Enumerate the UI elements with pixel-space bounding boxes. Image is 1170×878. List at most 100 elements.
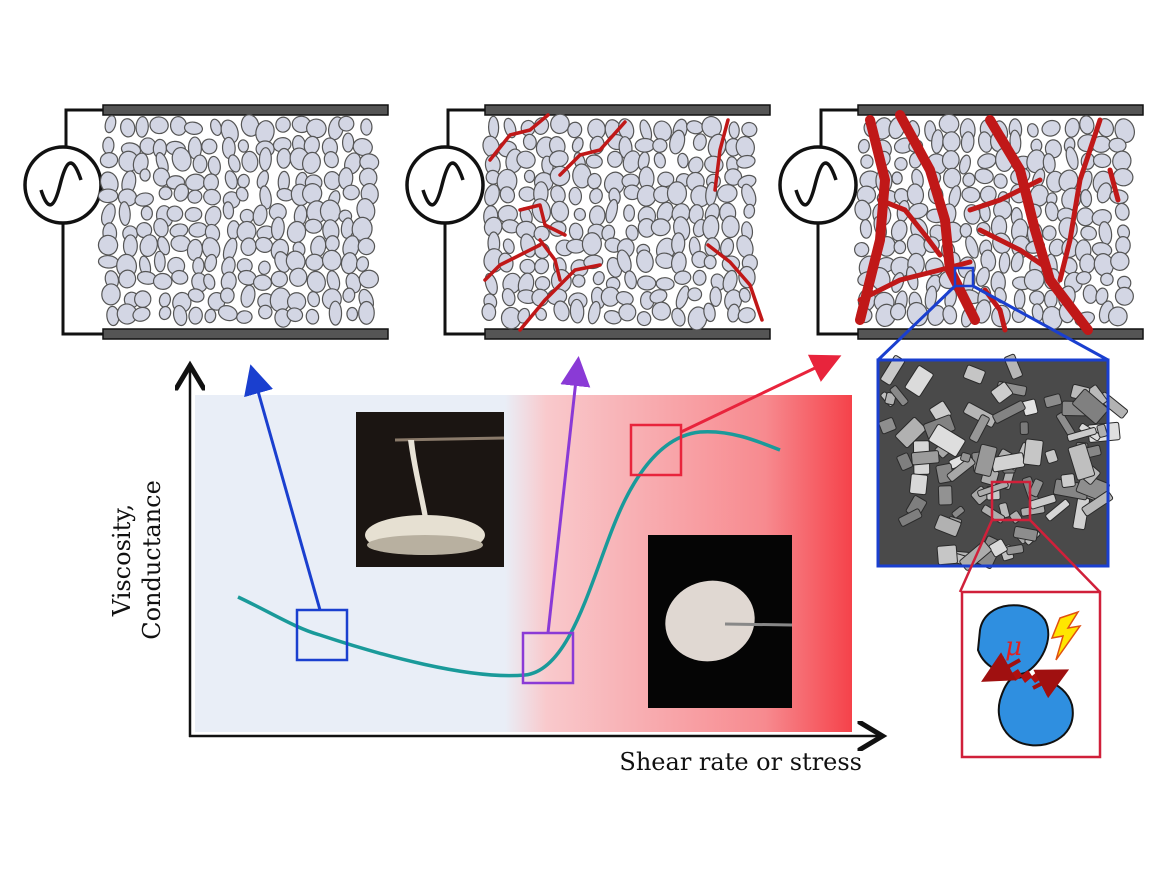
particle <box>306 270 326 293</box>
particle <box>891 171 903 185</box>
particle <box>139 234 158 258</box>
particle <box>341 132 355 153</box>
particle <box>893 239 907 255</box>
crystal-grain <box>963 364 986 385</box>
particle <box>743 203 756 219</box>
particle <box>227 154 241 173</box>
particle <box>636 311 652 327</box>
particle <box>941 150 960 170</box>
particle <box>738 265 756 289</box>
particle <box>589 187 603 205</box>
particle <box>942 305 958 325</box>
particle <box>241 150 259 173</box>
bottom-electrode <box>857 328 1144 340</box>
particle <box>305 308 320 325</box>
particle <box>1092 153 1112 169</box>
particle <box>533 225 550 242</box>
particle <box>204 253 218 273</box>
particle <box>709 286 722 307</box>
arrow-to-panel-3 <box>680 354 842 434</box>
particle <box>1108 137 1127 153</box>
particle <box>240 114 260 137</box>
particle <box>1100 272 1114 287</box>
particle <box>702 214 720 240</box>
particle <box>942 167 962 189</box>
particle <box>118 269 137 289</box>
particle <box>140 205 153 221</box>
particle <box>722 269 738 293</box>
particle <box>853 241 870 258</box>
particle <box>203 273 216 290</box>
particle <box>636 249 654 273</box>
particle <box>1026 123 1039 138</box>
particle <box>603 310 622 325</box>
particle <box>1114 286 1134 306</box>
particle <box>860 154 874 169</box>
crystal-grain <box>937 485 953 506</box>
particle <box>187 288 205 303</box>
mobility-symbol: μ <box>1005 632 1022 662</box>
particle <box>307 291 321 308</box>
particle <box>235 186 249 202</box>
particle <box>286 307 304 323</box>
particle <box>172 304 188 327</box>
crystal-grain <box>1072 388 1109 425</box>
particle <box>338 115 355 132</box>
crystal-grain <box>1043 393 1063 409</box>
particle <box>286 220 307 244</box>
crystal-grain <box>1028 478 1044 498</box>
conductive-path <box>558 120 627 177</box>
particle <box>587 172 602 190</box>
particle <box>152 272 173 290</box>
particle <box>237 139 249 153</box>
mobility-arrow-right <box>1032 669 1070 699</box>
particle <box>553 300 570 322</box>
particle <box>592 270 605 286</box>
conductive-path <box>488 113 550 162</box>
particle <box>275 116 291 133</box>
particle <box>304 218 323 234</box>
particle <box>655 277 675 291</box>
particle <box>97 234 119 256</box>
particle <box>652 138 668 153</box>
particle <box>201 138 218 155</box>
crystal-grain <box>880 355 905 386</box>
cell-panel-1 <box>23 104 389 340</box>
particle <box>222 201 235 220</box>
bottom-electrode <box>484 328 771 340</box>
particle <box>1114 202 1130 221</box>
particle <box>192 257 205 275</box>
sem-micrograph <box>878 353 1129 571</box>
particle <box>258 304 273 320</box>
crystal-grain <box>969 414 990 443</box>
conductive-path <box>857 259 973 303</box>
particle <box>624 270 637 290</box>
particle <box>687 287 703 302</box>
particle <box>962 172 976 188</box>
particle <box>203 188 222 206</box>
particle <box>360 118 373 136</box>
particle <box>623 204 636 222</box>
crystal-grain <box>904 365 934 397</box>
particle <box>634 137 656 153</box>
particle <box>171 146 192 172</box>
conductive-path <box>1057 117 1103 283</box>
particle <box>1076 207 1095 227</box>
particle <box>481 302 497 321</box>
particle <box>1098 221 1113 245</box>
crystal-grain <box>895 417 927 449</box>
particle <box>965 235 979 259</box>
crystal-grain <box>1067 442 1096 481</box>
particle <box>961 186 981 204</box>
particle <box>252 274 273 291</box>
conductive-path <box>538 238 562 282</box>
crystal-grain <box>936 544 958 566</box>
particle <box>328 300 343 326</box>
bottom-electrode <box>102 328 389 340</box>
crystal-grain <box>934 514 962 537</box>
x-axis-label: Shear rate or stress <box>619 748 862 776</box>
conductive-path <box>967 177 1043 213</box>
particle <box>1009 129 1022 155</box>
particle <box>1110 251 1130 271</box>
